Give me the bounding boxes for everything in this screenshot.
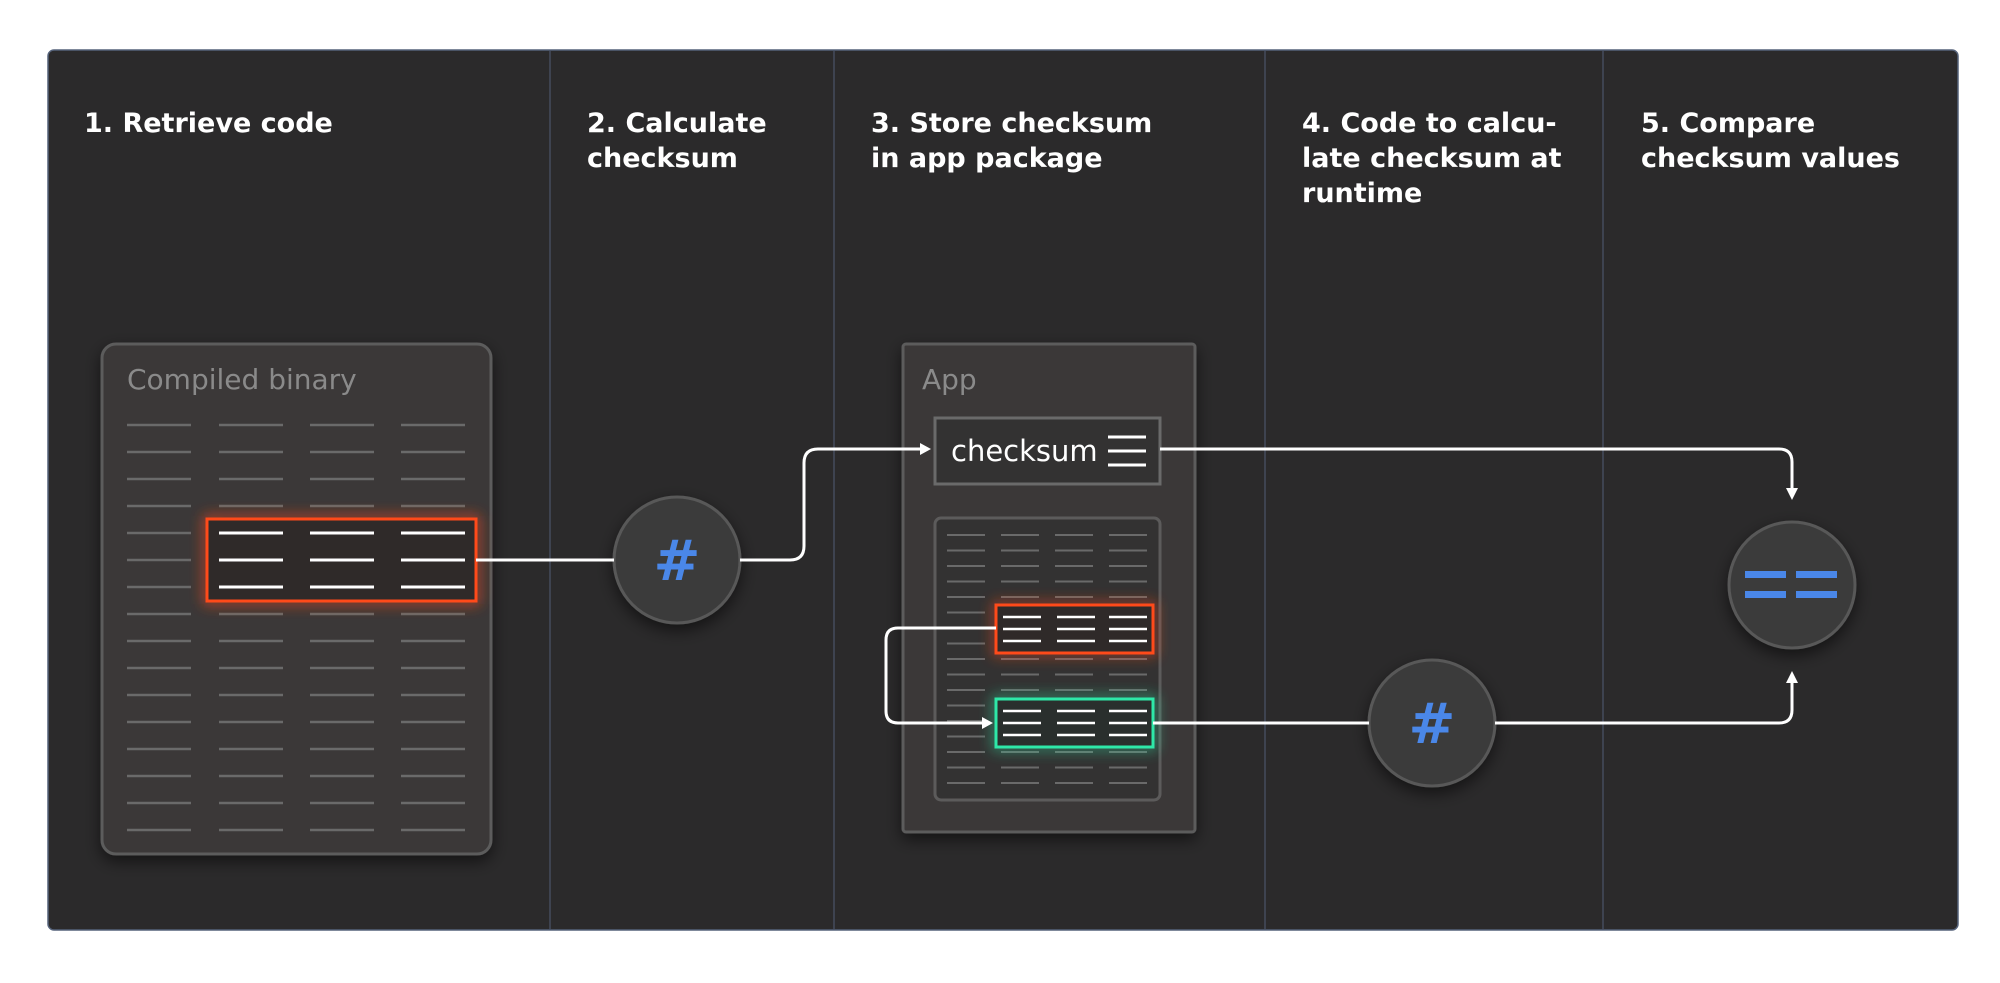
checksum-label: checksum: [951, 434, 1098, 468]
app-orange-lines: [1003, 615, 1147, 643]
hash-symbol-icon-runtime: #: [1409, 692, 1456, 757]
arrowhead-compare-bottom: [1786, 671, 1798, 683]
hash-circle-calc: #: [612, 495, 742, 625]
hash-symbol-icon: #: [654, 529, 701, 594]
app-code-area: [933, 516, 1162, 802]
connector-hash-to-compare: [1495, 683, 1794, 725]
hash-circle-runtime: #: [1367, 658, 1497, 788]
arrowhead-compare-top: [1786, 488, 1798, 500]
step-4-title: 4. Code to calcu- late checksum at runti…: [1302, 108, 1571, 209]
compare-circle: [1727, 520, 1857, 650]
app-green-lines: [1003, 709, 1147, 737]
app-orange-block: [993, 602, 1156, 656]
connector-orange-to-green: [884, 626, 996, 725]
step-1-title: 1. Retrieve code: [84, 108, 333, 139]
connector-hash-to-checksum: [740, 447, 921, 562]
compiled-binary-label: Compiled binary: [127, 363, 357, 396]
app-green-block: [993, 696, 1156, 750]
binary-highlight-lines: [219, 531, 465, 589]
step-5-title: 5. Compare checksum values: [1641, 108, 1900, 174]
checksum-lines-icon: [1108, 435, 1146, 467]
equals-icon: [1745, 571, 1837, 598]
arrowhead-green: [982, 717, 993, 729]
connector-checksum-to-compare: [1160, 447, 1794, 489]
checksum-box: checksum: [933, 416, 1162, 486]
binary-highlight-block: [204, 516, 479, 604]
arrowhead-checksum: [920, 443, 931, 455]
step-2-title: 2. Calculate checksum: [587, 108, 776, 174]
connectors: [476, 443, 1798, 729]
step-3-title: 3. Store checksum in app package: [871, 108, 1162, 174]
app-label: App: [922, 363, 977, 396]
column-dividers: [549, 50, 1604, 930]
